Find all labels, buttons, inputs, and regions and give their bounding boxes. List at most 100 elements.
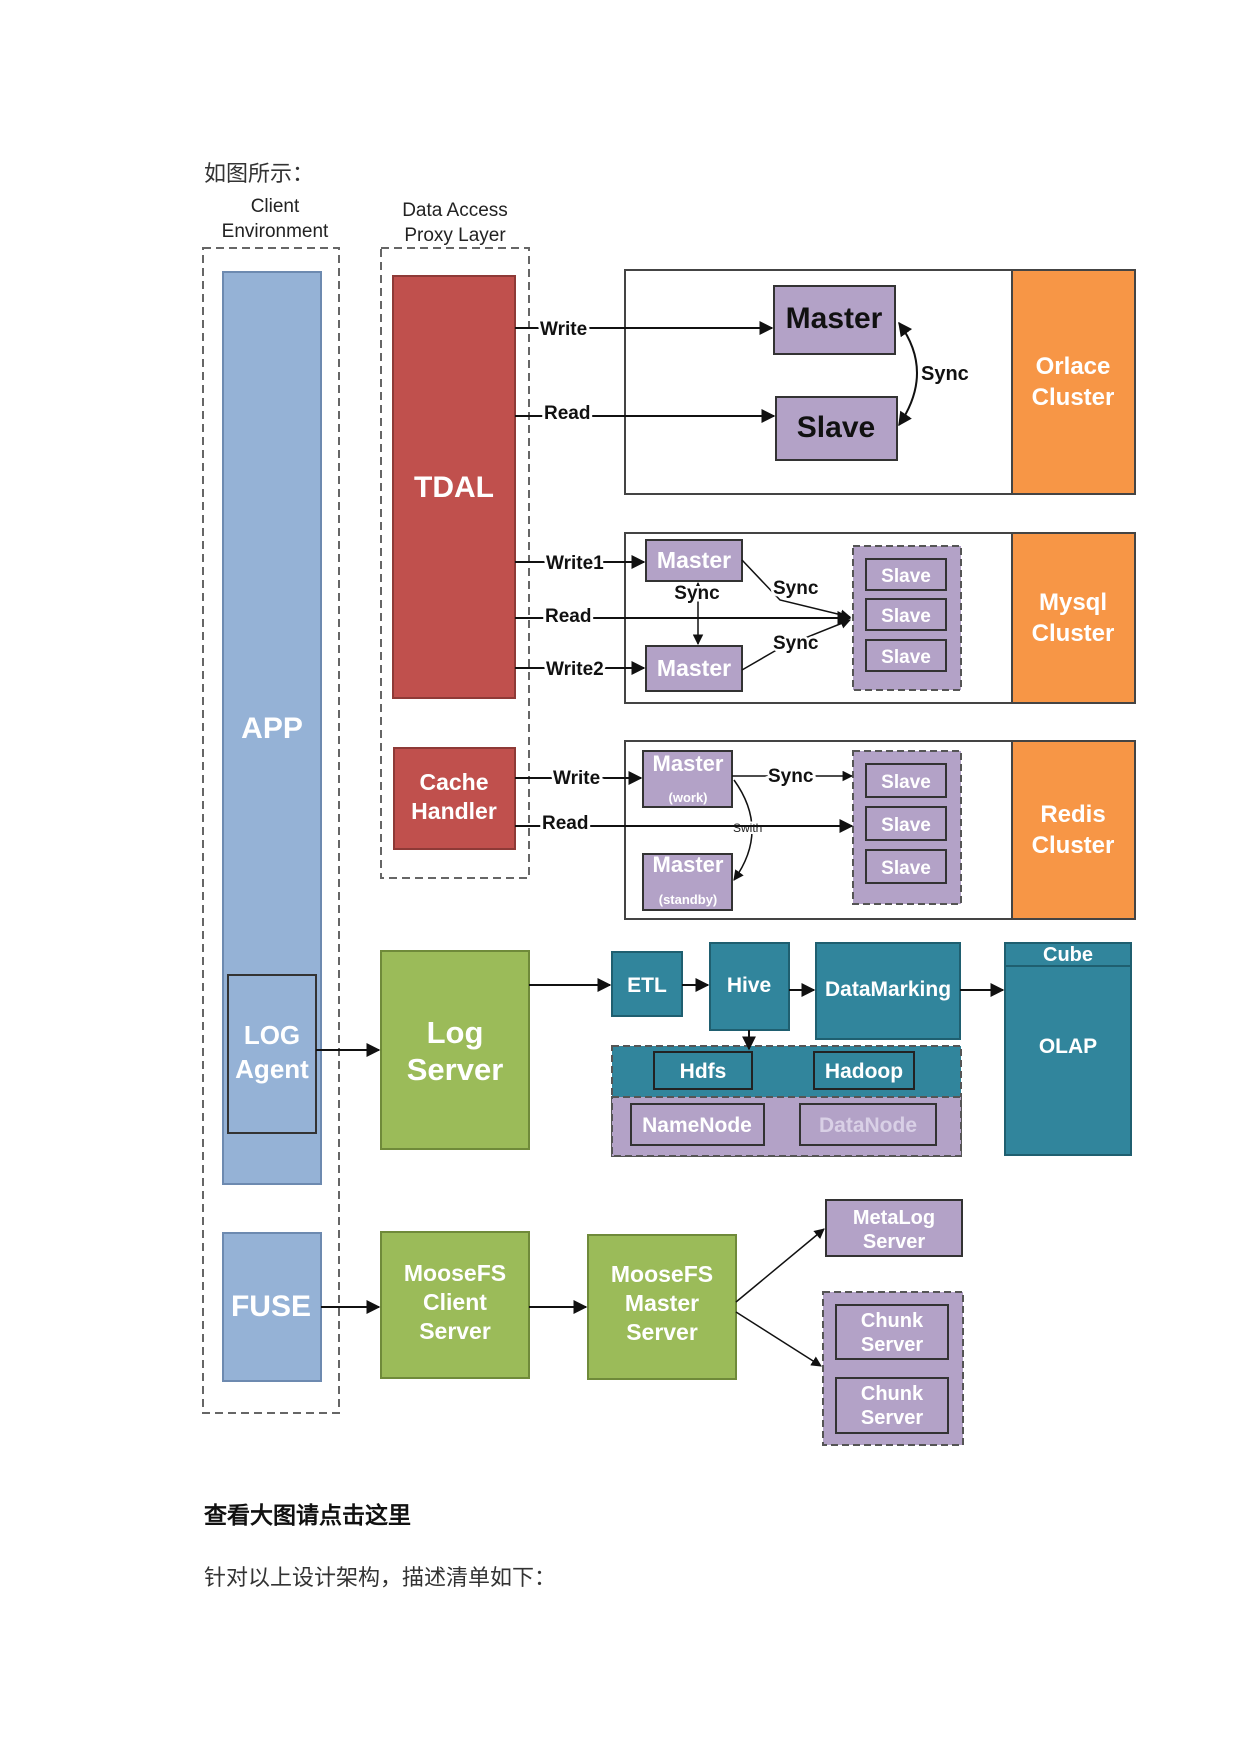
- oracle-slave-box: [775, 396, 898, 461]
- oracle-master-box: [773, 285, 896, 355]
- chunk-server-1-label-1: Chunk: [861, 1310, 924, 1332]
- mysql-read-label: Read: [545, 606, 591, 627]
- intro-text: 如图所示：: [204, 162, 315, 187]
- chunk-server-2-box: [835, 1377, 949, 1434]
- redis-slave-1-box: [865, 763, 947, 798]
- oracle-cluster-label-2: Cluster: [1032, 384, 1115, 411]
- mysql-slave-2-label: Slave: [881, 606, 931, 627]
- app-label: APP: [241, 712, 303, 745]
- client-environment-frame: [202, 247, 340, 1414]
- redis-slave-3-label: Slave: [881, 858, 931, 879]
- redis-slave-2-box: [865, 806, 947, 841]
- mysql-slave-3-box: [865, 639, 947, 672]
- mysql-master-2-box: [645, 645, 743, 692]
- proxy-layer-label-1: Data Access: [402, 200, 508, 221]
- tdal-box: [392, 275, 516, 699]
- mysql-cluster-label-1: Mysql: [1039, 589, 1107, 616]
- mysql-sync-1-label: Sync: [773, 578, 819, 599]
- mysql-master-1-label: Master: [657, 547, 731, 573]
- hdfs-box: [653, 1051, 753, 1090]
- cube-olap-box: [1004, 942, 1132, 1156]
- moosefs-master-label-2: Master: [625, 1290, 699, 1316]
- moosefs-master-box: [587, 1234, 737, 1380]
- redis-slave-3-box: [865, 849, 947, 884]
- redis-write-label: Write: [553, 768, 600, 789]
- oracle-cluster-label-1: Orlace: [1036, 353, 1111, 380]
- log-server-label-2: Server: [407, 1052, 504, 1087]
- redis-master-work-box: [642, 750, 733, 808]
- mysql-sync-2-line: [741, 618, 851, 671]
- cache-handler-box: [393, 747, 516, 850]
- view-large-image-link[interactable]: 查看大图请点击这里: [204, 1503, 411, 1529]
- redis-switch-label: Swith: [733, 821, 762, 835]
- redis-sync-label: Sync: [768, 766, 814, 787]
- hive-box: [709, 942, 790, 1031]
- mysql-write1-label: Write1: [546, 553, 604, 574]
- oracle-sync-arrow: [898, 321, 918, 427]
- redis-slave-2-label: Slave: [881, 815, 931, 836]
- log-server-label-1: Log: [427, 1015, 484, 1050]
- oracle-slave-label: Slave: [797, 411, 875, 444]
- moosefs-client-label-1: MooseFS: [404, 1260, 506, 1286]
- mysql-cluster-box: [1011, 532, 1136, 704]
- hadoop-label: Hadoop: [825, 1060, 903, 1083]
- metalog-server-box: [825, 1199, 963, 1257]
- moosefs-client-label-3: Server: [419, 1318, 491, 1344]
- mysql-master-sync-label: Sync: [674, 583, 720, 604]
- cache-handler-label-1: Cache: [419, 769, 488, 795]
- redis-cluster-label-2: Cluster: [1032, 832, 1115, 859]
- log-agent-label-2: Agent: [235, 1054, 309, 1084]
- log-server-box: [380, 950, 530, 1150]
- metalog-server-label-2: Server: [863, 1231, 925, 1253]
- redis-slave-1-label: Slave: [881, 772, 931, 793]
- oracle-read-label: Read: [544, 403, 590, 424]
- namenode-box: [630, 1103, 765, 1146]
- redis-cluster-label-1: Redis: [1040, 801, 1105, 828]
- tdal-label: TDAL: [414, 471, 494, 504]
- chunk-server-2-label-1: Chunk: [861, 1383, 924, 1405]
- oracle-sync-label: Sync: [921, 363, 969, 385]
- mysql-slave-2-box: [865, 598, 947, 631]
- client-env-label-1: Client: [251, 196, 300, 217]
- redis-switch-arrow: [733, 779, 753, 881]
- log-agent-label-1: LOG: [244, 1020, 300, 1050]
- olap-label: OLAP: [1039, 1035, 1097, 1058]
- hdfs-label: Hdfs: [680, 1060, 727, 1083]
- mysql-sync-1-line: [741, 559, 852, 620]
- redis-master-standby-box: [642, 853, 733, 911]
- oracle-master-label: Master: [786, 302, 883, 335]
- chunk-server-2-label-2: Server: [861, 1407, 923, 1429]
- mysql-slave-1-box: [865, 558, 947, 591]
- moosefs-master-label-1: MooseFS: [611, 1261, 713, 1287]
- moosefs-client-box: [380, 1231, 530, 1379]
- datanode-box: [799, 1103, 937, 1146]
- redis-master-standby-label: Master: [653, 852, 724, 877]
- moosefs-client-label-2: Client: [423, 1289, 487, 1315]
- cache-handler-label-2: Handler: [411, 798, 497, 824]
- client-env-label-2: Environment: [222, 221, 329, 242]
- datamarking-box: [815, 942, 961, 1040]
- mysql-slave-3-label: Slave: [881, 647, 931, 668]
- redis-work-note: (work): [669, 790, 708, 805]
- redis-cluster-box: [1011, 740, 1136, 920]
- cube-label: Cube: [1043, 944, 1093, 966]
- chunk-server-1-label-2: Server: [861, 1334, 923, 1356]
- datanode-label: DataNode: [819, 1114, 917, 1137]
- mysql-master-1-box: [645, 539, 743, 582]
- fuse-label: FUSE: [231, 1290, 311, 1323]
- master-to-chunk-arrow: [735, 1311, 822, 1367]
- datamarking-label: DataMarking: [825, 978, 951, 1001]
- oracle-cluster-box: [1011, 269, 1136, 495]
- moosefs-master-label-3: Server: [626, 1319, 698, 1345]
- mysql-sync-2-label: Sync: [773, 633, 819, 654]
- redis-master-work-label: Master: [653, 751, 724, 776]
- metalog-server-label-1: MetaLog: [853, 1207, 935, 1229]
- etl-box: [611, 951, 683, 1017]
- mysql-slave-1-label: Slave: [881, 566, 931, 587]
- hadoop-box: [813, 1051, 915, 1090]
- master-to-metalog-arrow: [735, 1228, 825, 1303]
- proxy-layer-label-2: Proxy Layer: [404, 225, 506, 246]
- oracle-write-label: Write: [540, 319, 587, 340]
- mysql-master-2-label: Master: [657, 655, 731, 681]
